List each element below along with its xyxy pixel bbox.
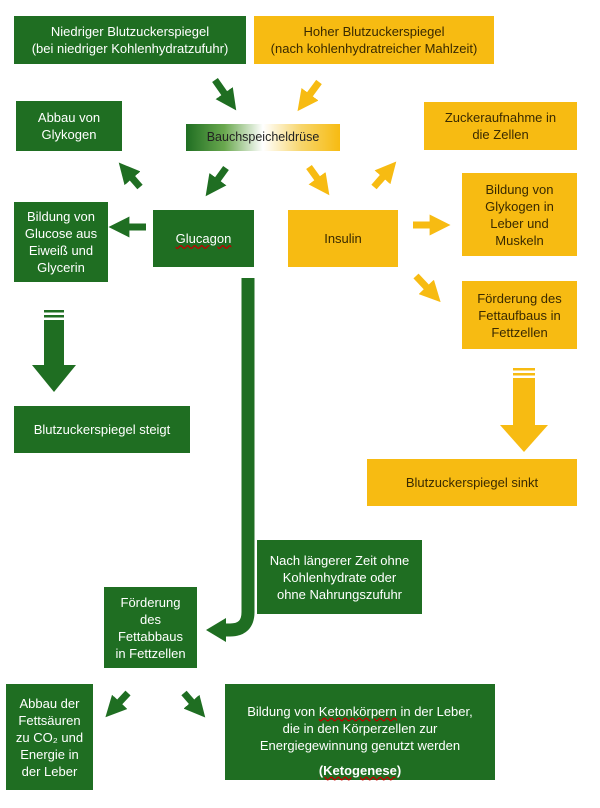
fat-breakdown-box: Förderung des Fettabbaus in Fettzellen — [104, 587, 197, 668]
insulin-box: Insulin — [288, 210, 398, 267]
arrow-fat-to-ketone — [181, 690, 206, 718]
arrow-glucagon-to-glycogen-breakdown — [118, 162, 143, 190]
arrow-low-to-pancreas — [212, 77, 237, 111]
blood-sugar-rises-box: Blutzuckerspiegel steigt — [14, 406, 190, 453]
sugar-uptake-box: Zuckeraufnahme in die Zellen — [424, 102, 577, 150]
arrow-glucagon-to-fat-breakdown — [206, 278, 255, 642]
ketone-line-1-post: in der Leber, — [396, 703, 473, 719]
arrow-fat-to-fatty-acid — [105, 690, 131, 718]
ketone-line-2: die in den Körperzellen zur — [282, 720, 438, 736]
arrow-insulin-to-sugar-uptake — [371, 161, 397, 190]
ketone-line-3: Energiegewinnung genutzt werden — [259, 737, 461, 753]
ketone-bodies-term: Ketonkörpern — [318, 703, 397, 719]
glycogen-formation-box: Bildung von Glykogen in Leber und Muskel… — [462, 173, 577, 256]
high-blood-sugar-box: Hoher Blutzuckerspiegel (nach kohlenhydr… — [254, 16, 494, 64]
glucagon-box: Glucagon — [153, 210, 254, 267]
arrow-big-down-yellow — [500, 368, 548, 452]
glycogen-breakdown-box: Abbau von Glykogen — [16, 101, 122, 151]
ketogenesis-label: (Ketogenese) — [318, 762, 402, 778]
glucagon-label: Glucagon — [175, 231, 232, 246]
ketone-line-1-pre: Bildung von — [247, 703, 319, 719]
pancreas-box: Bauchspeicheldrüse — [186, 124, 340, 151]
arrow-insulin-to-fat-buildup — [413, 273, 441, 303]
pancreas-label: Bauchspeicheldrüse — [206, 130, 320, 144]
arrow-pancreas-to-glucagon — [205, 165, 229, 197]
fatty-acid-breakdown-box: Abbau der Fettsäuren zu CO₂ und Energie … — [6, 684, 93, 790]
low-blood-sugar-box: Niedriger Blutzuckerspiegel (bei niedrig… — [14, 16, 246, 64]
arrow-pancreas-to-insulin — [306, 164, 330, 196]
arrow-high-to-pancreas — [297, 79, 322, 112]
blood-sugar-falls-box: Blutzuckerspiegel sinkt — [367, 459, 577, 506]
long-fasting-box: Nach längerer Zeit ohne Kohlenhydrate od… — [257, 540, 422, 614]
glucose-synthesis-box: Bildung von Glucose aus Eiweiß und Glyce… — [14, 202, 108, 282]
ketone-line-1: Bildung von Ketonkörpern in der Leber, — [247, 686, 473, 720]
ketone-formation-box: Bildung von Ketonkörpern in der Leber, d… — [225, 684, 495, 780]
arrow-big-down-green — [32, 310, 76, 392]
fat-buildup-box: Förderung des Fettaufbaus in Fettzellen — [462, 281, 577, 349]
